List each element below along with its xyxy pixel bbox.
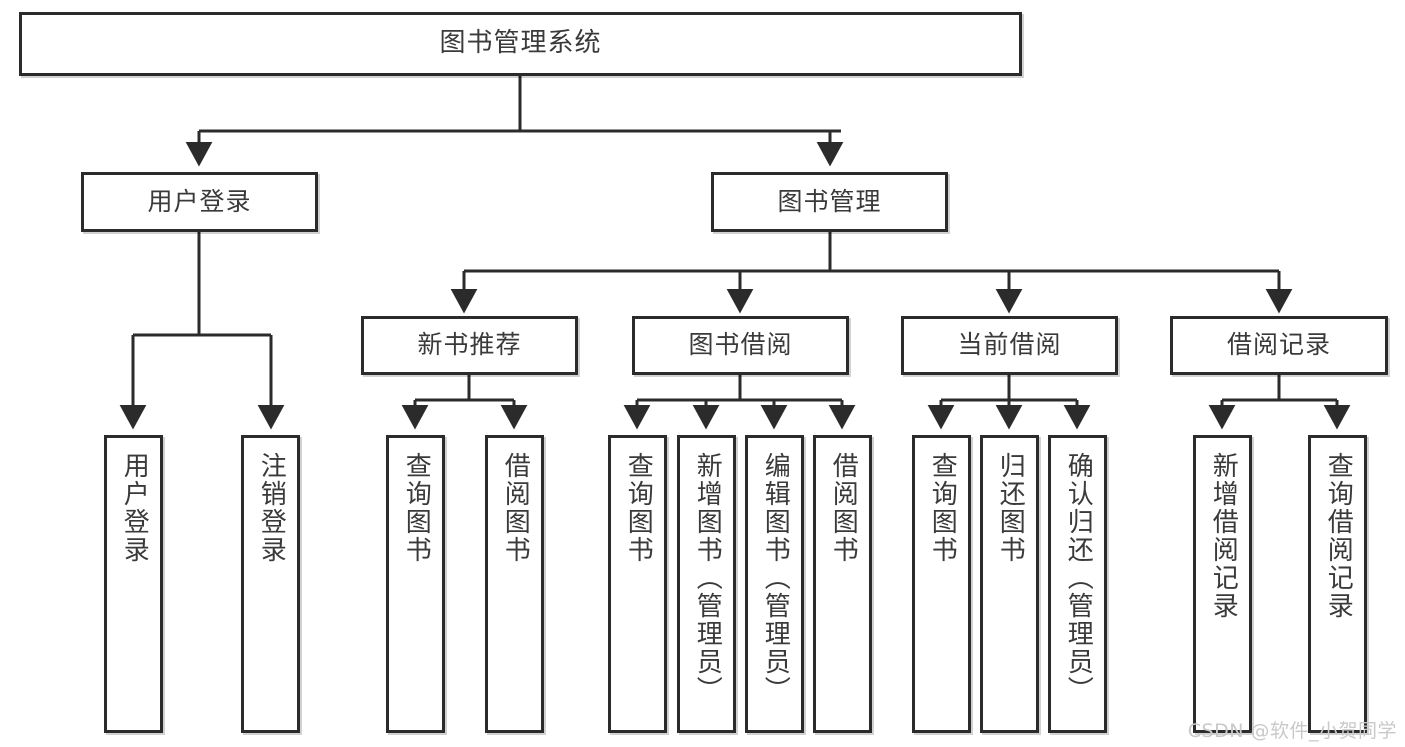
leaf-return-book[interactable]: 归还图书 bbox=[980, 435, 1039, 733]
node-label: 借阅图书 bbox=[500, 452, 531, 564]
node-label: 编辑图书（管理员） bbox=[760, 452, 791, 704]
node-book-management[interactable]: 图书管理 bbox=[711, 172, 948, 232]
node-label: 查询图书 bbox=[623, 452, 654, 564]
leaf-query-book-recommend[interactable]: 查询图书 bbox=[386, 435, 445, 733]
node-label: 归还图书 bbox=[995, 452, 1026, 564]
node-label: 查询图书 bbox=[401, 452, 432, 564]
leaf-edit-book-admin[interactable]: 编辑图书（管理员） bbox=[745, 435, 804, 733]
node-book-borrow[interactable]: 图书借阅 bbox=[632, 316, 849, 375]
leaf-borrow-book-recommend[interactable]: 借阅图书 bbox=[485, 435, 544, 733]
node-label: 确认归还（管理员） bbox=[1063, 452, 1094, 704]
leaf-borrow-book[interactable]: 借阅图书 bbox=[813, 435, 872, 733]
node-label: 图书借阅 bbox=[688, 330, 793, 360]
node-label: 查询借阅记录 bbox=[1323, 452, 1354, 620]
node-label: 图书管理 bbox=[777, 186, 882, 216]
node-root-book-management-system[interactable]: 图书管理系统 bbox=[19, 12, 1022, 76]
node-label: 借阅记录 bbox=[1226, 330, 1331, 360]
leaf-user-login[interactable]: 用户登录 bbox=[104, 435, 163, 733]
node-label: 注销登录 bbox=[256, 452, 287, 564]
node-label: 新书推荐 bbox=[417, 330, 522, 360]
leaf-confirm-return-admin[interactable]: 确认归还（管理员） bbox=[1048, 435, 1107, 733]
node-borrow-record[interactable]: 借阅记录 bbox=[1170, 316, 1388, 375]
node-label: 查询图书 bbox=[927, 452, 958, 564]
node-label: 当前借阅 bbox=[957, 330, 1062, 360]
leaf-query-book-borrow[interactable]: 查询图书 bbox=[608, 435, 667, 733]
watermark-text: CSDN @软件_小贺同学 bbox=[1187, 720, 1397, 742]
node-label: 新增借阅记录 bbox=[1208, 452, 1239, 620]
node-label: 新增图书（管理员） bbox=[692, 452, 723, 704]
node-label: 图书管理系统 bbox=[439, 28, 602, 59]
leaf-query-borrow-record[interactable]: 查询借阅记录 bbox=[1308, 435, 1367, 733]
leaf-query-book-current[interactable]: 查询图书 bbox=[912, 435, 971, 733]
leaf-logout-login[interactable]: 注销登录 bbox=[241, 435, 300, 733]
leaf-add-borrow-record[interactable]: 新增借阅记录 bbox=[1193, 435, 1252, 733]
leaf-add-book-admin[interactable]: 新增图书（管理员） bbox=[677, 435, 736, 733]
node-label: 用户登录 bbox=[119, 452, 150, 564]
node-label: 借阅图书 bbox=[828, 452, 859, 564]
node-user-login[interactable]: 用户登录 bbox=[81, 172, 318, 232]
node-new-book-recommend[interactable]: 新书推荐 bbox=[361, 316, 578, 375]
node-label: 用户登录 bbox=[147, 186, 252, 216]
node-current-borrow[interactable]: 当前借阅 bbox=[901, 316, 1118, 375]
